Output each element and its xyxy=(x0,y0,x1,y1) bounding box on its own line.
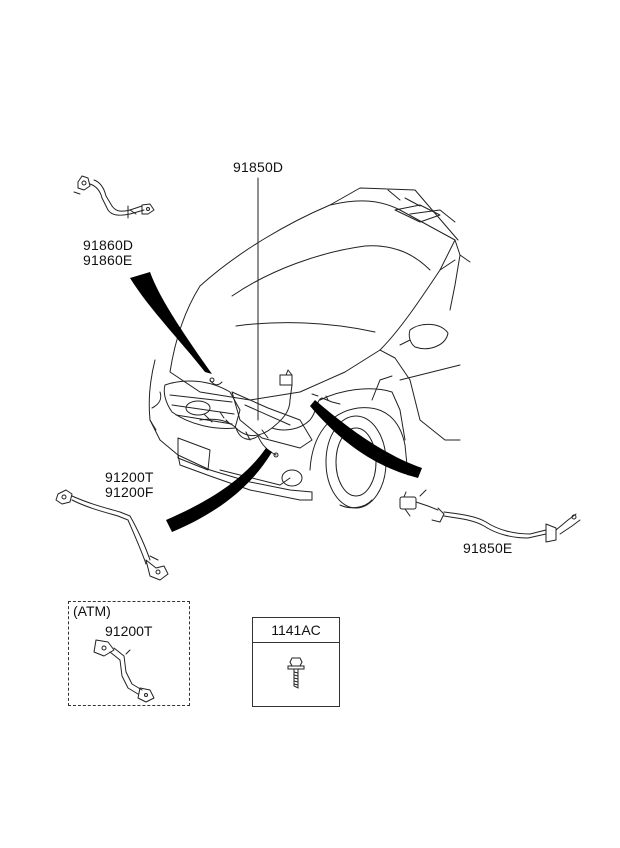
leader-band-left-cable xyxy=(166,448,272,532)
battery-cable-top-callout-2[interactable]: 91860E xyxy=(83,252,133,268)
main-harness-drawing xyxy=(199,369,341,458)
battery-cable-left-drawing xyxy=(55,489,169,581)
leader-band-top-cable xyxy=(130,272,212,374)
atm-cable-drawing xyxy=(93,639,155,703)
battery-cable-top-callout-1[interactable]: 91860D xyxy=(83,237,134,253)
harness-right-callout[interactable]: 91850E xyxy=(463,540,513,556)
main-harness-callout[interactable]: 91850D xyxy=(233,159,284,175)
car-body xyxy=(148,187,471,509)
leader-band-right-harness xyxy=(310,400,422,478)
atm-inset-title: (ATM) xyxy=(73,603,111,619)
harness-right-drawing xyxy=(399,489,581,543)
bolt-part-box: 1141AC xyxy=(252,617,340,707)
battery-cable-top-drawing xyxy=(73,175,155,219)
battery-cable-left-callout-1[interactable]: 91200T xyxy=(105,469,154,485)
bolt-part-callout[interactable]: 1141AC xyxy=(253,618,339,643)
atm-inset-part-callout[interactable]: 91200T xyxy=(105,623,153,639)
bolt-icon xyxy=(287,657,305,689)
battery-cable-left-callout-2[interactable]: 91200F xyxy=(105,484,154,500)
atm-inset: (ATM) 91200T xyxy=(68,601,190,706)
